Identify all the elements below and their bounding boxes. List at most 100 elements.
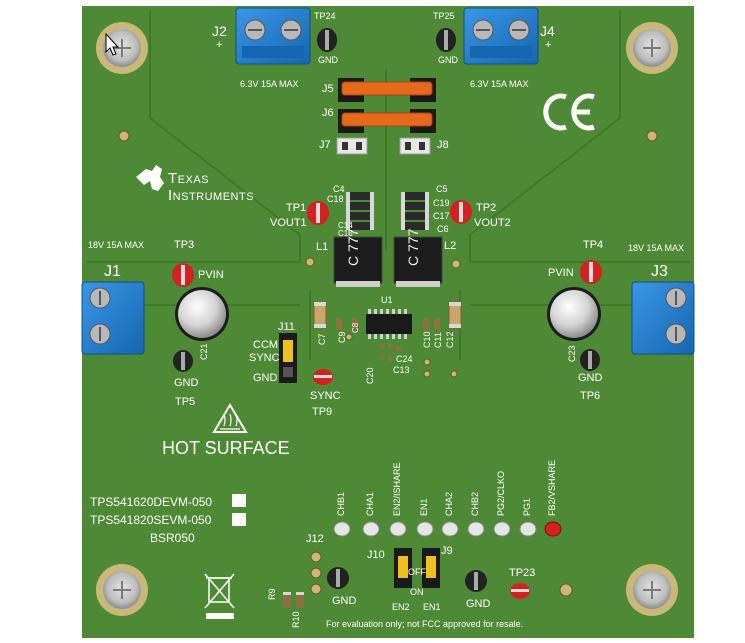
ic-u1 (366, 309, 412, 339)
testpoint-tp2 (450, 200, 472, 224)
signal-testpoints (333, 521, 562, 537)
connector-label-j2: J2 (212, 23, 227, 39)
label-tp1: TP1 (286, 202, 307, 214)
label-l2: L2 (444, 240, 457, 252)
ti-logo-icon (136, 165, 164, 191)
label-r9: R9 (267, 588, 277, 600)
rating-out-left: 6.3V 15A MAX (240, 79, 299, 89)
testpoint-tp24 (317, 28, 337, 52)
jumper-j9 (422, 548, 440, 588)
connector-label-j11: J11 (278, 321, 295, 333)
label-c10: C10 (422, 331, 432, 348)
capacitor-c21 (175, 287, 229, 341)
jumper-j11 (279, 333, 297, 383)
terminal-block-j2 (235, 7, 311, 65)
signal-label-fb2-vshare: FB2/VSHARE (547, 459, 557, 516)
enable-off: OFF (408, 567, 426, 577)
inductor-l1 (333, 236, 383, 287)
connector-label-j1: J1 (104, 263, 121, 280)
label-r10: R10 (291, 611, 301, 628)
testpoint-tp23 (510, 583, 530, 599)
testpoint-gnd-bottom (465, 570, 487, 592)
label-c19: C19 (433, 198, 450, 208)
weee-bar (206, 613, 234, 619)
testpoint-tp6 (580, 349, 600, 371)
polarity-plus-j4: + (545, 39, 552, 51)
label-c20: C20 (365, 367, 375, 384)
signal-label-en1: EN1 (419, 498, 429, 516)
label-vout1: VOUT1 (270, 217, 307, 229)
terminal-block-j3 (631, 281, 695, 355)
resistors-r9-r10 (283, 592, 304, 608)
testpoint-gnd-j12 (327, 567, 349, 589)
jumper-j5 (338, 78, 436, 102)
label-tp6-gnd: GND (578, 372, 603, 384)
testpoint-tp1 (307, 201, 329, 225)
weee-bin-icon (204, 573, 235, 609)
label-tp24-gnd: GND (318, 55, 338, 65)
label-tp23: TP23 (509, 567, 536, 579)
connector-label-j8: J8 (437, 139, 449, 151)
inductor-l1-mark: C 777 (345, 228, 361, 266)
label-c17: C17 (433, 211, 450, 221)
connector-label-j10: J10 (367, 549, 385, 561)
enable-en1: EN1 (423, 602, 441, 612)
part-number-2: TPS541820SEVM-050 (90, 513, 212, 527)
label-tp9: TP9 (312, 406, 333, 418)
connector-label-j5: J5 (322, 83, 334, 95)
label-gnd-j12: GND (332, 595, 357, 607)
testpoint-tp3 (172, 263, 194, 287)
mounting-screw-br (626, 564, 678, 616)
label-rating-in-left: 18V 15A MAX (88, 240, 145, 250)
connector-label-j12: J12 (306, 533, 324, 545)
jumper-j6 (338, 109, 436, 133)
polarity-plus-j2: + (216, 39, 223, 51)
signal-label-cha1: CHA1 (365, 491, 375, 516)
connector-label-j6: J6 (322, 107, 334, 119)
capacitor-c7 (313, 301, 327, 329)
label-c4: C4 (333, 184, 345, 194)
header-j12 (310, 551, 322, 595)
mouse-cursor-icon (105, 32, 120, 56)
label-tp4: TP4 (583, 239, 604, 251)
mounting-screw-tr (626, 22, 678, 74)
terminal-block-j1 (81, 281, 145, 355)
label-tp5: TP5 (175, 396, 196, 408)
label-tp5-gnd: GND (174, 377, 199, 389)
logo-instruments: Instruments (168, 187, 255, 204)
label-c18: C18 (327, 194, 344, 204)
label-c7: C7 (317, 333, 327, 345)
label-l1: L1 (316, 241, 329, 253)
label-c11: C11 (433, 332, 443, 348)
hot-surface-warning-icon (212, 403, 248, 433)
inductor-l2-mark: C 777 (405, 228, 421, 266)
label-tp3-pvin: PVIN (198, 269, 224, 281)
testpoint-tp5 (173, 350, 193, 372)
label-c23: C23 (567, 345, 577, 362)
enable-en2: EN2 (392, 602, 410, 612)
header-j8 (399, 137, 431, 155)
testpoint-tp4 (580, 260, 602, 284)
mounting-screw-tl (96, 22, 148, 74)
label-tp4-pvin: PVIN (548, 267, 574, 279)
j11-ccm: CCM (253, 339, 279, 351)
enable-on: ON (410, 587, 424, 597)
header-j7 (336, 137, 368, 155)
label-tp25-gnd: GND (438, 55, 458, 65)
label-c8: C8 (351, 322, 360, 333)
label-tp24: TP24 (314, 11, 336, 21)
connector-label-j7: J7 (319, 139, 331, 151)
mounting-screw-bl (96, 564, 148, 616)
part-number-1: TPS541620DEVM-050 (90, 495, 213, 509)
label-tp3: TP3 (174, 239, 195, 251)
terminal-block-j4 (463, 7, 539, 65)
signal-label-en2-ishare: EN2/ISHARE (392, 462, 402, 516)
label-c5: C5 (436, 184, 448, 194)
signal-label-chb1: CHB1 (336, 491, 346, 516)
logo-texas: Texas (168, 170, 210, 187)
label-c12: C12 (445, 331, 455, 348)
signal-label-chb2: CHB2 (470, 491, 480, 516)
label-c14: C14 (338, 221, 353, 230)
label-c21: C21 (199, 343, 209, 360)
